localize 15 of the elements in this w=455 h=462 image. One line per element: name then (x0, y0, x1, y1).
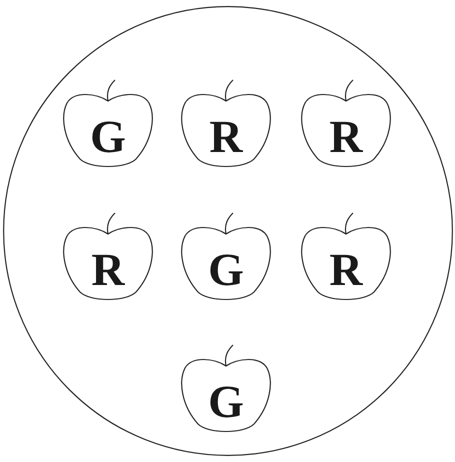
apple-shape (180, 79, 272, 169)
letter-label: R (328, 246, 364, 294)
letter-label: G (89, 113, 127, 161)
apple-shape (300, 79, 392, 169)
letter-label: R (208, 113, 244, 161)
apple-shape (62, 79, 154, 169)
apple-shape (180, 344, 272, 434)
letter-label: R (328, 113, 364, 161)
apple-shape (300, 212, 392, 302)
circle-boundary (3, 6, 453, 456)
letter-label: R (90, 246, 126, 294)
apple-shape (62, 212, 154, 302)
apple-shape (180, 212, 272, 302)
letter-label: G (207, 246, 245, 294)
letter-label: G (207, 378, 245, 426)
